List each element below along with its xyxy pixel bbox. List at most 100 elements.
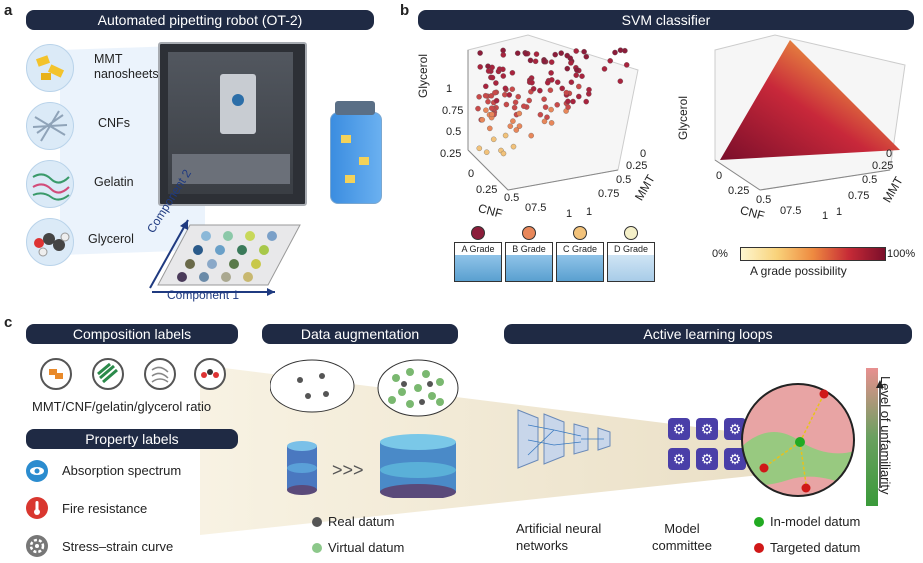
mmt-composition-icon	[40, 358, 72, 390]
legend-real-datum: Real datum	[312, 514, 394, 529]
grade-sample-image	[455, 255, 501, 281]
property-labels-header: Property labels	[26, 429, 238, 449]
scatter-point	[483, 107, 489, 113]
scatter-point	[548, 120, 555, 126]
scatter-point	[483, 83, 489, 90]
targeted-dot	[754, 543, 764, 553]
committee-model-gear-icon: ⚙	[696, 448, 718, 470]
scatter-point	[559, 85, 565, 92]
sample-jar-image	[330, 101, 382, 204]
scatter-point	[509, 70, 516, 76]
scatter-point	[554, 102, 560, 108]
scatter-point	[528, 132, 534, 139]
scatter-point	[515, 93, 521, 100]
material-label-mmt: MMT nanosheets	[94, 52, 159, 81]
active-learning-header: Active learning loops	[504, 324, 912, 344]
panel-a-letter: a	[4, 2, 13, 19]
left-plot-z-label: Glycerol	[416, 53, 430, 98]
scatter-point	[488, 93, 495, 99]
virtual-datum-dot	[312, 543, 322, 553]
scatter-point	[565, 98, 571, 105]
svm-probability-surface	[714, 34, 906, 191]
scatter-point	[568, 79, 575, 85]
scatter-point	[549, 77, 555, 83]
grade-box-0: A Grade	[454, 242, 502, 282]
scatter-point	[537, 87, 543, 94]
scatter-point	[583, 98, 589, 105]
right-y-tick-05: 0.5	[862, 174, 878, 186]
gear-icon	[26, 535, 48, 557]
scatter-point	[622, 47, 628, 54]
well-plate-grid	[149, 219, 301, 296]
grade-label: B Grade	[512, 244, 546, 254]
right-x-tick-075: 07.5	[780, 205, 802, 217]
left-x-tick-0: 0	[468, 168, 475, 180]
left-x-tick-025: 0.25	[476, 184, 498, 196]
scatter-point	[512, 99, 519, 106]
thermometer-icon	[26, 497, 48, 519]
scatter-point	[513, 127, 520, 133]
unfamiliarity-arrow	[876, 380, 884, 488]
unfamiliarity-bar	[866, 368, 878, 506]
scatter-point	[493, 97, 500, 104]
scatter-point	[564, 52, 570, 59]
panel-a-header: Automated pipetting robot (OT-2)	[26, 10, 374, 30]
grade-sample-image	[608, 255, 654, 281]
scatter-point	[581, 48, 587, 55]
scatter-point	[617, 78, 624, 84]
left-z-tick-075: 0.75	[442, 105, 464, 117]
committee-model-gear-icon: ⚙	[696, 418, 718, 440]
scatter-point	[477, 50, 483, 56]
mmt-nanosheet-icon	[26, 44, 74, 92]
scatter-point	[493, 80, 499, 86]
left-x-tick-05: 0.5	[504, 192, 520, 204]
scatter-point	[475, 105, 481, 112]
material-label-cnf: CNFs	[98, 116, 130, 130]
scatter-point	[541, 96, 547, 102]
committee-model-gear-icon: ⚙	[668, 418, 690, 440]
glycerol-molecule-icon	[26, 218, 74, 266]
scatter-point	[576, 83, 582, 90]
right-plot-z-label: Glycerol	[676, 95, 690, 140]
scatter-point	[565, 104, 571, 110]
scatter-point	[511, 104, 518, 111]
scatter-point	[542, 104, 549, 110]
glycerol-composition-icon	[194, 358, 226, 390]
grade-dot-1	[522, 226, 536, 240]
scatter-point	[502, 132, 509, 139]
panel-b-letter: b	[400, 2, 410, 19]
scatter-point	[506, 92, 513, 98]
scatter-point	[489, 74, 496, 81]
scatter-point	[500, 66, 506, 73]
scatter-point	[500, 150, 507, 157]
scatter-point	[489, 111, 495, 118]
scatter-point	[623, 62, 630, 68]
left-y-tick-025: 0.25	[626, 160, 648, 172]
unfamiliarity-label: Level of unfamiliarity	[878, 376, 893, 495]
in-model-dot	[754, 517, 764, 527]
scatter-point	[500, 47, 506, 54]
ann-caption: Artificial neural networks	[516, 521, 602, 553]
grade-dot-3	[624, 226, 638, 240]
right-x-tick-025: 0.25	[728, 185, 750, 197]
scatter-point	[573, 72, 579, 78]
scatter-point	[521, 103, 527, 109]
scatter-point	[485, 98, 491, 105]
scatter-point	[523, 51, 529, 57]
legend-in-model-datum: In-model datum	[754, 514, 860, 529]
scatter-point	[530, 86, 537, 92]
data-augmentation-header: Data augmentation	[262, 324, 458, 344]
right-y-tick-025: 0.25	[872, 160, 894, 172]
scatter-point	[503, 101, 510, 108]
grade-label: D Grade	[613, 244, 648, 254]
scatter-point	[579, 73, 585, 79]
panel-c-letter: c	[4, 314, 13, 331]
scatter-point	[601, 66, 608, 72]
scatter-point	[552, 51, 558, 58]
scatter-point	[502, 85, 509, 92]
scatter-point	[476, 145, 483, 152]
svg-text:>>>: >>>	[332, 460, 364, 480]
scatter-point	[487, 125, 493, 132]
right-y-tick-0: 0	[886, 148, 893, 160]
committee-model-gear-icon: ⚙	[724, 418, 746, 440]
